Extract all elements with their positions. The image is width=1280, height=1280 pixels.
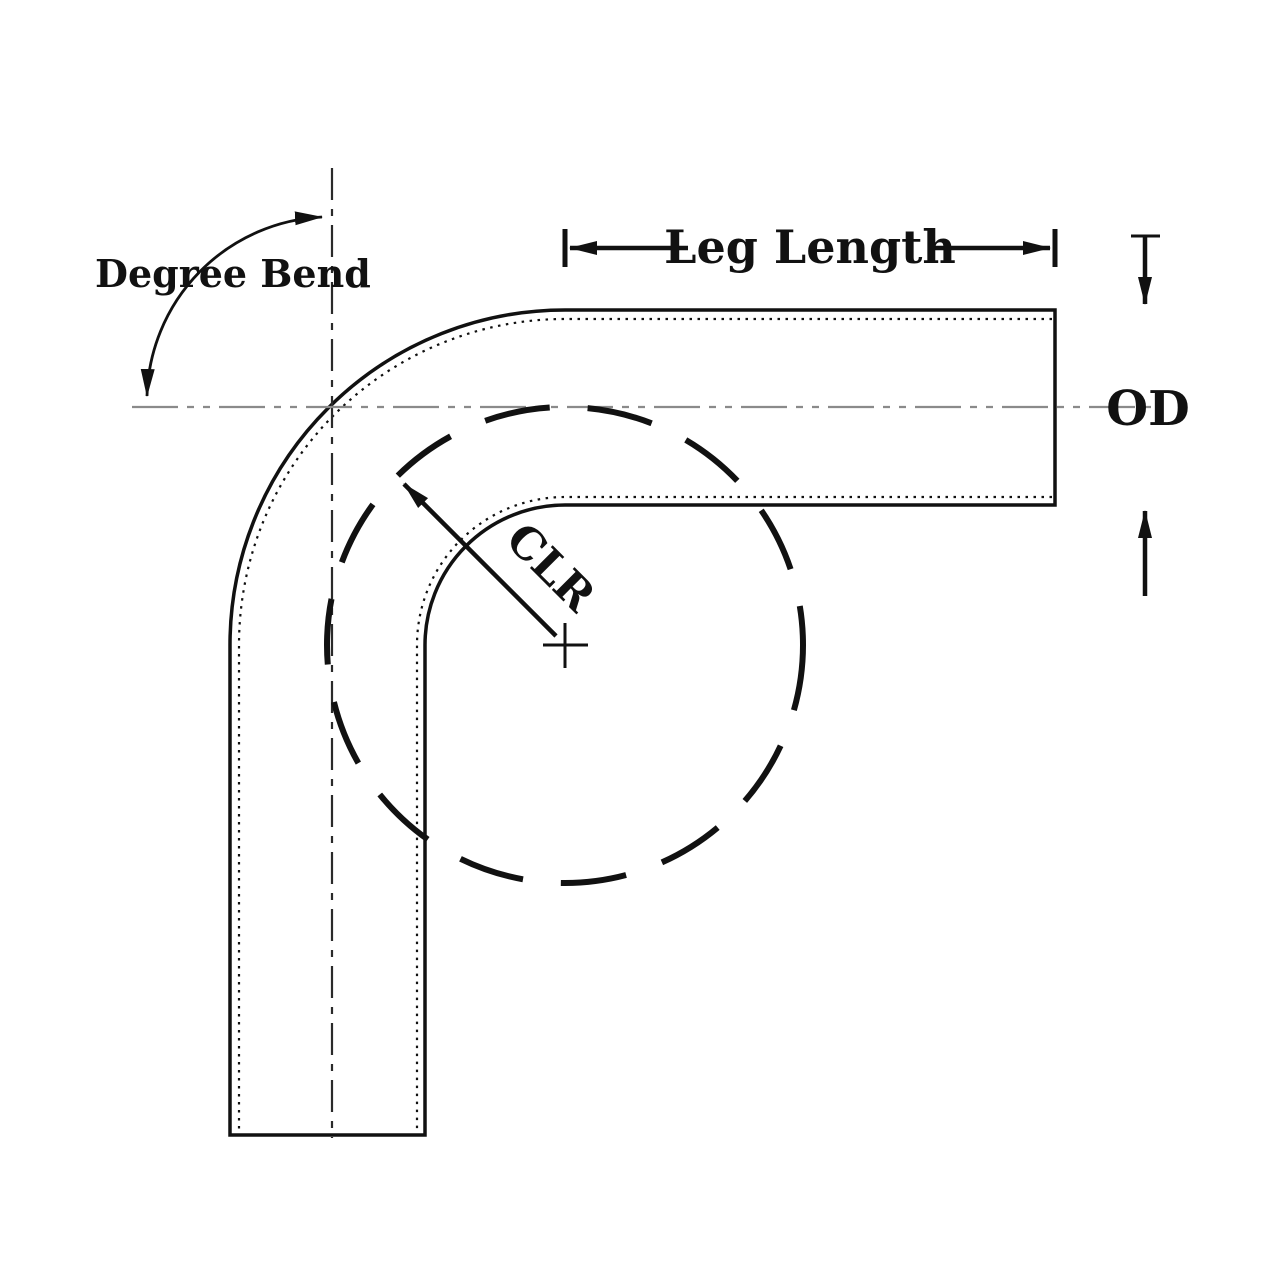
bend-center-cross [543,623,588,668]
leg-length-label: Leg Length [664,220,956,274]
degree-bend-label: Degree Bend [95,251,371,296]
leg-length-dimension [562,229,1058,267]
od-label: OD [1106,381,1189,437]
clr-label: CLR [496,513,605,622]
tube-outline [228,308,1057,1137]
od-dimension [1131,234,1160,596]
degree-bend-arc [140,211,323,397]
tube-wall-dotted-inner [415,495,1052,1131]
clr-radius-arrow [402,482,558,638]
clr-circle [324,404,806,886]
